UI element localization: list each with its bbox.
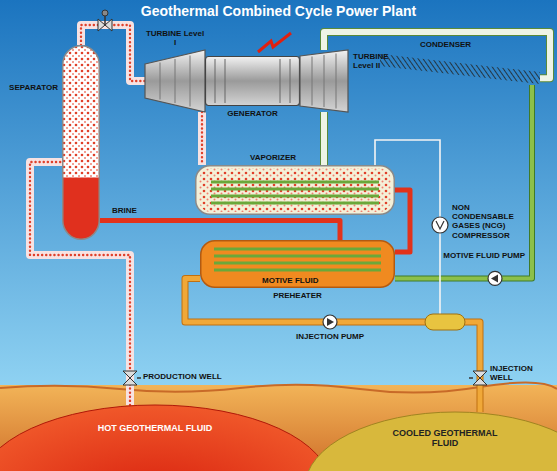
vaporizer: VAPORIZER — [195, 165, 395, 215]
pipe-stroke — [185, 278, 480, 412]
pipe-stroke — [198, 112, 206, 165]
cooled-reservoir — [305, 412, 557, 471]
diagram-title: Geothermal Combined Cycle Power Plant — [0, 3, 557, 19]
vessel-body — [63, 46, 100, 240]
turbine-stage — [312, 57, 313, 106]
turbine-stage — [160, 63, 161, 100]
production-valve — [123, 371, 141, 385]
pipe-connector — [324, 112, 325, 165]
mixing-tank — [425, 314, 465, 330]
steam-dots — [199, 168, 391, 212]
turbine-shape — [300, 50, 348, 112]
motive-tube — [214, 269, 381, 272]
pipe-connector — [185, 278, 480, 412]
turbine-shape — [145, 50, 205, 112]
generator-rib — [280, 59, 281, 103]
reservoir: HOT GEOTHERMAL FLUID — [0, 405, 310, 471]
turbine-casing — [300, 50, 348, 112]
vaporizer-shape — [195, 165, 395, 215]
vessel-shell — [201, 241, 395, 288]
separator-vessel-shape — [62, 45, 100, 240]
node-label: MOTIVE FLUID — [260, 276, 320, 285]
brine-level — [63, 178, 100, 240]
pipe-stroke — [320, 112, 328, 165]
motive-tube — [214, 248, 381, 251]
pipe-stroke — [185, 278, 480, 412]
separator-vessel: SEPARATOR — [62, 45, 100, 240]
callout-label: INJECTION PUMP — [290, 332, 370, 341]
motive-tube — [211, 188, 379, 191]
turbine: TURBINE Level II — [300, 50, 348, 112]
reservoir: COOLED GEOTHERMAL FLUID — [330, 412, 557, 471]
pipe-connector — [395, 85, 532, 278]
turbine-stage — [336, 54, 337, 109]
pipe-stroke — [30, 162, 130, 405]
turbine-stage — [190, 56, 191, 107]
node-label: SEPARATOR — [9, 83, 58, 92]
motive-tube — [211, 181, 379, 184]
preheater: MOTIVE FLUIDPREHEATER — [200, 240, 395, 288]
ncg-compressor — [432, 217, 448, 233]
node-label: COOLED GEOTHERMAL FLUID — [385, 428, 505, 449]
hot-reservoir — [0, 405, 330, 471]
pipe-stroke — [395, 190, 410, 252]
pipe-stroke — [321, 112, 327, 165]
vessel-shell — [196, 166, 395, 215]
callout-label: NON CONDENSABLE GASES (NCG) COMPRESSOR — [452, 203, 524, 240]
motive-tube — [214, 262, 381, 265]
condenser: CONDENSER — [380, 40, 540, 85]
turbine-stage — [324, 55, 325, 107]
generator-rib — [215, 59, 216, 103]
pipe-label: PRODUCTION WELL — [143, 372, 222, 381]
vessel-outline — [63, 46, 100, 240]
node-label: HOT GEOTHERMAL FLUID — [90, 423, 220, 433]
steam-valve — [98, 10, 112, 31]
node-label: GENERATOR — [205, 109, 300, 118]
condenser-fins — [380, 54, 540, 84]
pipe-connector — [30, 162, 130, 405]
pipe-stroke — [30, 162, 130, 405]
turbine-stage — [175, 59, 176, 103]
lightning-symbol — [258, 33, 291, 52]
pipe-label: BRINE — [112, 206, 137, 215]
pipe-stroke — [100, 221, 340, 241]
reservoir-shape — [0, 405, 310, 471]
pipe-label: INJECTION WELL — [490, 364, 548, 382]
pipe-stroke — [201, 112, 203, 165]
node-label: CONDENSER — [420, 40, 471, 49]
generator-box-shape — [205, 56, 300, 106]
pipe-connector — [395, 190, 410, 252]
generator-casing — [206, 57, 300, 106]
turbine-casing — [145, 50, 205, 112]
motive-tube — [214, 255, 381, 258]
callout-label: MOTIVE FLUID PUMP — [440, 251, 525, 260]
motive-tube — [211, 195, 379, 198]
node-label: VAPORIZER — [250, 153, 296, 162]
turbine: TURBINE Level I — [145, 50, 205, 112]
generator-rib — [290, 59, 291, 103]
node-label: PREHEATER — [200, 291, 395, 300]
injection-pump — [323, 315, 337, 329]
generator-box: GENERATOR — [205, 56, 300, 106]
node-label: TURBINE Level I — [145, 29, 205, 47]
pipe-stroke — [395, 85, 532, 278]
generator-rib — [225, 59, 226, 103]
sky — [0, 0, 557, 386]
motive-fluid-pump — [488, 271, 502, 285]
pipe-stroke — [395, 85, 532, 278]
motive-tube — [211, 202, 379, 205]
pipe-connector — [202, 112, 203, 165]
injection-valve — [469, 371, 487, 385]
pipe-connector — [100, 221, 340, 241]
